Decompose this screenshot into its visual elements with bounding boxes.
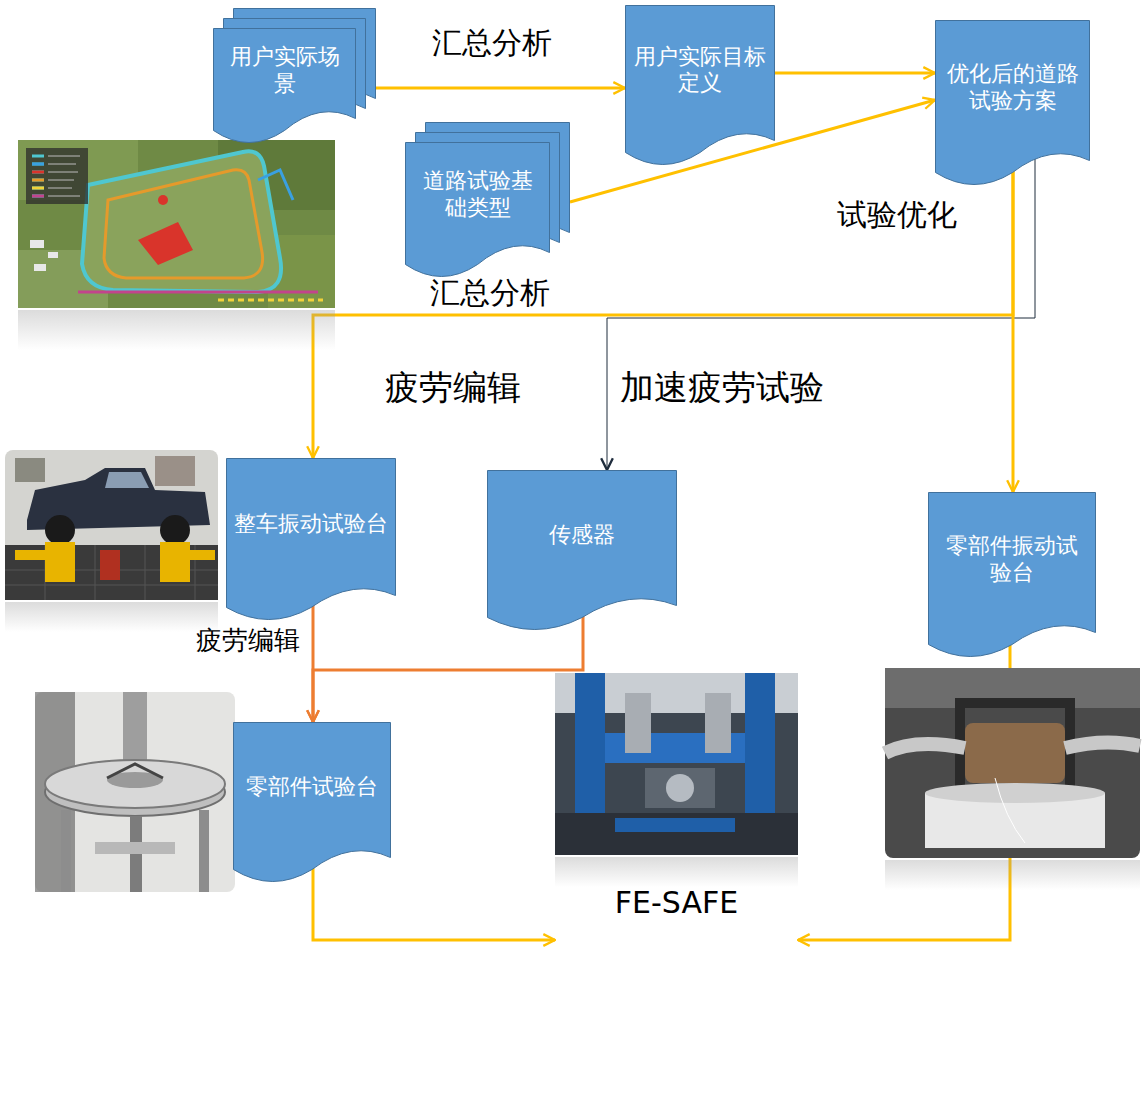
text-area: 用户实际场景 — [213, 28, 356, 113]
vehicle-rig-photo — [5, 450, 218, 632]
document-outline — [214, 29, 356, 143]
test-type-document-stack: 道路试验基础类型 — [405, 122, 570, 277]
text-area: 传感器 — [487, 470, 677, 600]
document-outline — [234, 723, 391, 882]
box-text: 用户实际场景 — [221, 44, 348, 97]
scenario-document-stack: 用户实际场景 — [213, 8, 376, 143]
text-stack: 优化后的道路试验方案 — [943, 61, 1082, 114]
software-photo-node: FE-SAFE — [555, 673, 798, 955]
document-shape — [226, 458, 396, 632]
document-shape — [487, 470, 677, 642]
text-area: 整车振动试验台 — [226, 458, 396, 590]
fe-safe-photo — [555, 673, 798, 887]
edge-label-holder: 汇总分析 — [432, 26, 552, 60]
photo-caption: FE-SAFE — [615, 885, 738, 921]
flow-connector — [376, 87, 625, 90]
box-text: 零部件试验台 — [246, 774, 378, 800]
document-outline — [406, 143, 550, 277]
box-text: 零部件振动试验台 — [936, 533, 1088, 586]
document-outline — [929, 493, 1096, 657]
edge-label: 汇总分析 — [432, 26, 552, 60]
text-stack: FE-SAFE — [615, 885, 738, 921]
text-stack: 用户实际场景 — [221, 44, 348, 97]
text-stack: 零部件振动试验台 — [936, 533, 1088, 586]
text-stack: 用户实际目标定义 — [633, 44, 767, 97]
edge-label: 疲劳编辑 — [385, 368, 521, 406]
document-outline — [227, 459, 396, 620]
edge-label-holder: 疲劳编辑 — [385, 368, 521, 406]
text-area: 零部件试验台 — [233, 722, 391, 852]
document-outline — [936, 21, 1090, 185]
edge-label: 疲劳编辑 — [196, 626, 300, 655]
component-rig-document: 零部件试验台 — [233, 722, 391, 882]
note-label: 汇总分析 — [430, 276, 550, 310]
note-label-holder: 汇总分析 — [430, 276, 550, 310]
vehicle-rig-document: 整车振动试验台 — [226, 458, 396, 620]
test-track-photo — [18, 140, 335, 350]
text-stack: 道路试验基础类型 — [413, 168, 542, 221]
text-area: 道路试验基础类型 — [405, 142, 550, 247]
edge-label: 试验优化 — [837, 198, 957, 232]
target-document: 用户实际目标定义 — [625, 5, 775, 165]
box-text: 传感器 — [549, 522, 615, 548]
edge-label: 加速疲劳试验 — [620, 368, 824, 406]
component-shaker-photo — [885, 668, 1140, 890]
document-outline — [626, 6, 775, 165]
flow-connector — [775, 72, 935, 75]
text-stack: 传感器 — [549, 522, 615, 548]
text-area: 用户实际目标定义 — [625, 5, 775, 135]
box-text: 用户实际目标定义 — [633, 44, 767, 97]
plan-document: 优化后的道路试验方案 — [935, 20, 1090, 185]
flow-connector — [313, 852, 555, 940]
document-outline — [488, 471, 677, 630]
edge-label-holder: 加速疲劳试验 — [620, 368, 824, 406]
flow-connector — [1012, 155, 1015, 492]
photo-frame — [555, 673, 855, 823]
text-area: FE-SAFE — [555, 879, 798, 927]
flow-connector — [607, 155, 1035, 470]
component-rig-photo — [35, 692, 235, 892]
box-text: 整车振动试验台 — [234, 511, 388, 537]
edge-label-holder: 试验优化 — [837, 198, 957, 232]
text-area: 零部件振动试验台 — [928, 492, 1096, 627]
text-stack: 零部件试验台 — [246, 774, 378, 800]
text-area: 优化后的道路试验方案 — [935, 20, 1090, 155]
box-text: 优化后的道路试验方案 — [943, 61, 1082, 114]
box-text: 道路试验基础类型 — [413, 168, 542, 221]
shaker-document: 零部件振动试验台 — [928, 492, 1096, 657]
text-stack: 整车振动试验台 — [234, 511, 388, 537]
sensor-document: 传感器 — [487, 470, 677, 630]
edge-label-holder: 疲劳编辑 — [196, 626, 300, 655]
document-shape — [233, 722, 391, 894]
